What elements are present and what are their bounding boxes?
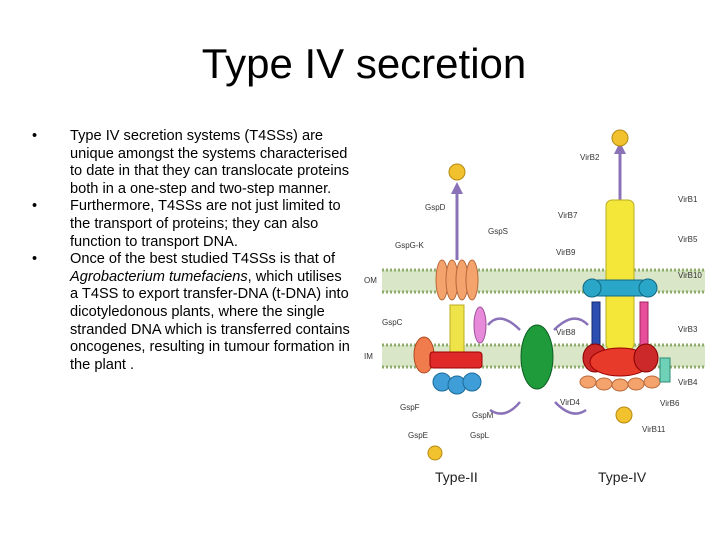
species-name: Agrobacterium tumefaciens bbox=[70, 268, 248, 285]
bullet-list: • Type IV secretion systems (T4SSs) are … bbox=[30, 128, 350, 374]
im-label: IM bbox=[364, 352, 373, 361]
gsp-label: GspE bbox=[408, 431, 428, 440]
caption-type4: Type-IV bbox=[598, 469, 647, 485]
gsp-label: GspS bbox=[488, 227, 508, 236]
bullet-text: Once of the best studied T4SSs is that o… bbox=[70, 251, 350, 373]
gsp-label: GspC bbox=[382, 318, 403, 327]
bullet-dot: • bbox=[32, 198, 38, 215]
bullet-dot: • bbox=[32, 128, 38, 144]
bullet-text: Type IV secretion systems (T4SSs) are un… bbox=[70, 128, 350, 197]
virb-label: VirB7 bbox=[558, 211, 578, 220]
bullet-text: Furthermore, T4SSs are not just limited … bbox=[70, 198, 341, 250]
caption-type2: Type-II bbox=[435, 469, 478, 485]
virb-label: VirB3 bbox=[678, 325, 698, 334]
virb-label: VirB11 bbox=[642, 425, 666, 434]
bullet-item: • Furthermore, T4SSs are not just limite… bbox=[30, 198, 350, 251]
slide-title: Type IV secretion bbox=[201, 40, 527, 87]
secretion-diagram: OM IM GspD GspG-K GspS GspC GspF GspE Gs… bbox=[364, 129, 705, 485]
bullet-item: • Type IV secretion systems (T4SSs) are … bbox=[30, 128, 350, 198]
om-label: OM bbox=[364, 276, 377, 285]
gsp-label: GspG-K bbox=[395, 241, 425, 250]
gsp-label: GspM bbox=[472, 411, 494, 420]
virb-label: VirB4 bbox=[678, 378, 698, 387]
gsp-label: GspF bbox=[400, 403, 420, 412]
bullet-dot: • bbox=[32, 251, 38, 268]
type2-system bbox=[413, 163, 487, 461]
type4-system bbox=[579, 129, 671, 424]
gsp-label: GspD bbox=[425, 203, 446, 212]
virb-label: VirD4 bbox=[560, 398, 580, 407]
virb-label: VirB2 bbox=[580, 153, 600, 162]
virb-label: VirB10 bbox=[678, 271, 702, 280]
gsp-label: GspL bbox=[470, 431, 490, 440]
secretion-system-figure: OM IM GspD GspG-K GspS GspC GspF GspE Gs… bbox=[360, 120, 710, 500]
virb-label: VirB5 bbox=[678, 235, 698, 244]
bullet-item: • Once of the best studied T4SSs is that… bbox=[30, 251, 350, 374]
virb-label: VirB8 bbox=[556, 328, 576, 337]
virb-label: VirB1 bbox=[678, 195, 698, 204]
virb-label: VirB6 bbox=[660, 399, 680, 408]
virb-label: VirB9 bbox=[556, 248, 576, 257]
substrate-protein bbox=[487, 317, 589, 415]
